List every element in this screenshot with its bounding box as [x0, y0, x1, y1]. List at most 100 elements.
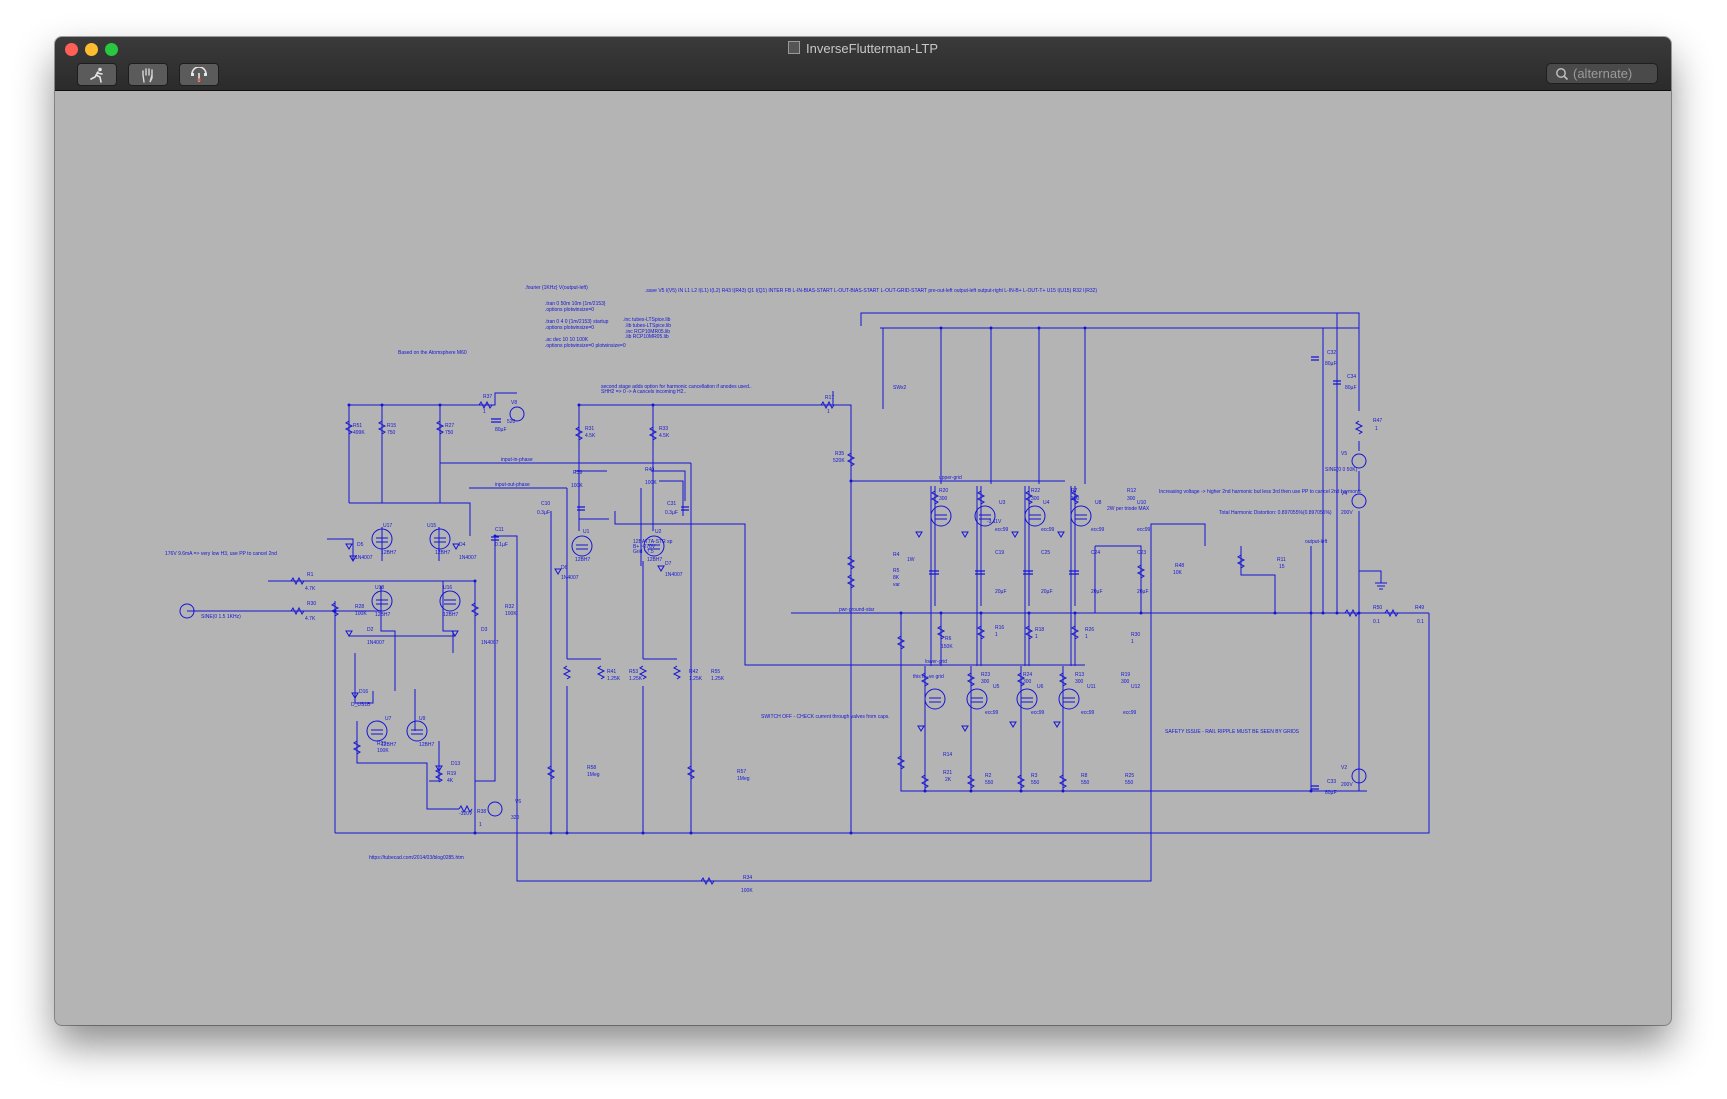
label-c11: C11	[495, 527, 504, 533]
resistors	[290, 400, 1399, 886]
label-r58: R58	[587, 765, 596, 771]
label-v2: V2	[1341, 765, 1347, 771]
pan-button[interactable]	[128, 63, 168, 86]
label-r38: R38	[477, 809, 486, 815]
label-u12: U12	[1131, 684, 1140, 690]
label-c25: C25	[1041, 550, 1050, 556]
value-r30b: 1	[1131, 639, 1134, 645]
value-r26: 1	[1085, 634, 1088, 640]
value-r48: 10K	[1173, 570, 1183, 576]
net-lower-grid: lower-grid	[925, 659, 947, 665]
label-r49: R49	[1415, 605, 1424, 611]
label-r4: R4	[893, 552, 900, 558]
label-d13: D13	[451, 761, 460, 767]
value-d16: D_US1B	[351, 702, 371, 708]
label-r19: R19	[447, 771, 456, 777]
value-r38: 1	[479, 822, 482, 828]
net-input-out-phase: input-out-phase	[495, 482, 530, 488]
hand-icon	[142, 67, 153, 83]
value-r47: 1	[1375, 426, 1378, 432]
tran-directive-2: .tran 0 4 0 {1m/2153} startup	[545, 319, 609, 325]
label-r8: R8	[1081, 773, 1088, 779]
safety-note: SAFETY ISSUE - RAIL RIPPLE MUST BE SEEN …	[1165, 729, 1300, 735]
value-r55: 1.25K	[711, 676, 725, 682]
value-u5: ecc99	[985, 710, 999, 716]
label-r5: R5	[893, 568, 900, 574]
options-directive-1: .options plotwinsize=0	[545, 307, 594, 313]
probe-button[interactable]	[179, 63, 219, 86]
label-c34: C34	[1347, 374, 1356, 380]
label-r48: R48	[1175, 563, 1184, 569]
label-d5: D5	[357, 542, 364, 548]
value-r7: 300	[1071, 496, 1080, 502]
label-r22: R22	[1031, 488, 1040, 494]
value-d2: 1N4007	[367, 640, 385, 646]
net-output-left: output-left	[1305, 539, 1328, 545]
label-r35: R35	[835, 451, 844, 457]
label-u18: U18	[375, 585, 384, 591]
second-stage-note-2: SHH2 => 0 -> A cancels incoming H2..	[601, 389, 686, 395]
search-input[interactable]	[1573, 66, 1657, 81]
value-r31: 4.5K	[585, 433, 596, 439]
value-r23: 300	[981, 679, 990, 685]
value-r37: 1	[483, 409, 486, 415]
label-d3: D3	[481, 627, 488, 633]
maximize-window-button[interactable]	[105, 43, 118, 56]
label-r30: R30	[307, 601, 316, 607]
label-c19: C19	[995, 550, 1004, 556]
value-u4: ecc99	[1041, 527, 1055, 533]
label-r6: R6	[945, 636, 952, 642]
inc-directive-1: .inc tubes-LTSpice.lib	[623, 317, 671, 323]
value-c19: 20µF	[995, 589, 1007, 595]
label-r47: R47	[1373, 418, 1382, 424]
schematic-canvas[interactable]: .fourier {1KHz} V(output-left) .save V5 …	[55, 91, 1671, 1025]
bias-voltage-label: -3.11V	[987, 519, 1002, 525]
net-swx2: SWx2	[893, 385, 907, 391]
voltage-sources	[179, 406, 1387, 817]
value-r34: 100K	[741, 888, 753, 894]
value-r24: 300	[1023, 679, 1032, 685]
label-v4: V4	[1341, 491, 1347, 497]
label-c33: C33	[1327, 779, 1336, 785]
label-r55: R55	[711, 669, 720, 675]
value-u16: 12BH7	[443, 612, 459, 618]
minimize-window-button[interactable]	[85, 43, 98, 56]
value-r1: 4.7K	[305, 586, 316, 592]
label-r25: R25	[1125, 773, 1134, 779]
triode-note: 2W per triode MAX	[1107, 506, 1150, 512]
value-r27: 750	[445, 430, 454, 436]
net-pwr-ground-star: pwr-ground-star	[839, 607, 875, 613]
label-r28: R28	[355, 604, 364, 610]
schematic-text: .fourier {1KHz} V(output-left) .save V5 …	[165, 285, 1424, 894]
label-r50: R50	[1373, 605, 1382, 611]
label-v6: V6	[515, 799, 521, 805]
value-u15: 12BH7	[435, 550, 451, 556]
value-d6: 1N4007	[561, 575, 579, 581]
value-r35: 520K	[833, 458, 845, 464]
tube-note-1: 12BAT7A-STR sp	[633, 539, 673, 545]
label-r14: R14	[943, 752, 952, 758]
window-title-area: InverseFlutterman-LTP	[55, 41, 1671, 56]
diodes	[345, 531, 1065, 772]
value-d5: 1N4007	[355, 555, 373, 561]
label-u3: U3	[999, 500, 1006, 506]
net-upper-grid: upper-grid	[939, 475, 962, 481]
switch-off-note: SWITCH OFF - CHECK current through valve…	[761, 714, 890, 720]
value-r19: 4K	[447, 778, 454, 784]
run-icon	[90, 67, 103, 83]
label-r26: R26	[1085, 627, 1094, 633]
label-r30b: R30	[1131, 632, 1140, 638]
label-r13: R13	[1075, 672, 1084, 678]
value-r30: 4.7K	[305, 616, 316, 622]
value-u1: 12BH7	[575, 557, 591, 563]
close-window-button[interactable]	[65, 43, 78, 56]
run-button[interactable]	[77, 63, 117, 86]
save-directive: .save V5 I(V5) IN L1 L2 I(L1) I(L2) R43 …	[645, 288, 1097, 294]
label-r18: R18	[1035, 627, 1044, 633]
value-v2: 200V	[1341, 782, 1353, 788]
label-u1: U1	[583, 529, 590, 535]
label-r32: R32	[505, 604, 514, 610]
value-u12: ecc99	[1123, 710, 1137, 716]
value-r21: 2K	[945, 777, 952, 783]
search-field[interactable]	[1546, 63, 1658, 84]
